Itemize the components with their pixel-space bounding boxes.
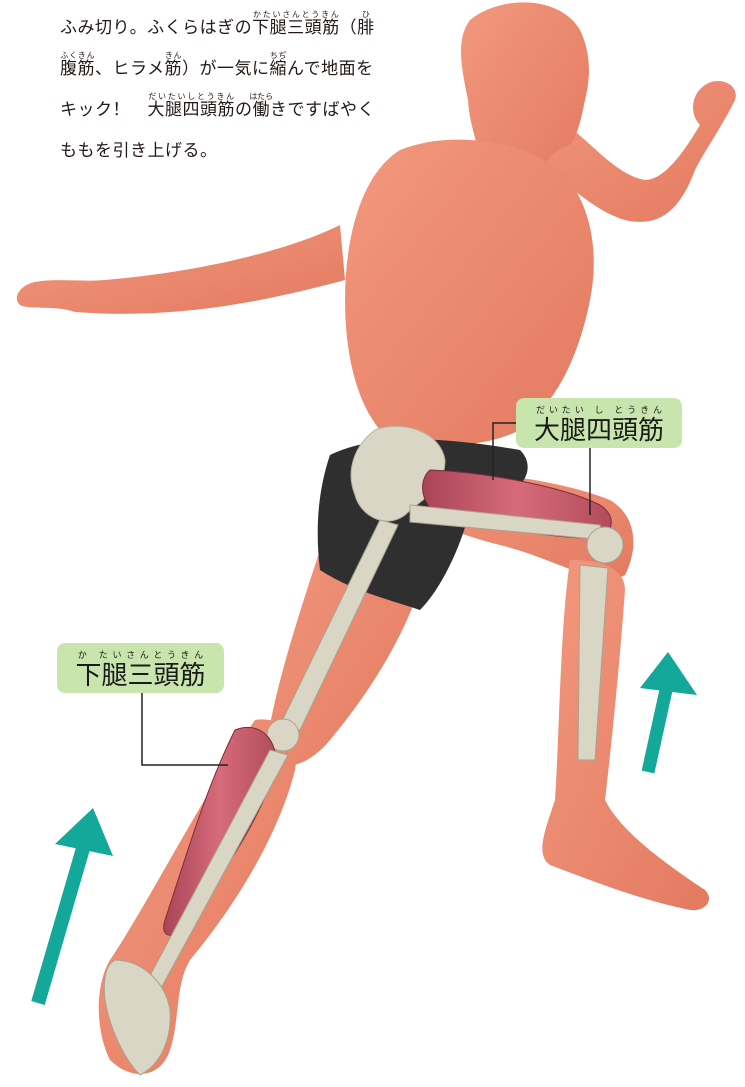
caption-text-segment: んで地面を [287, 59, 374, 79]
ruby-reading: ひ [357, 10, 375, 19]
ruby-reading: はたら [249, 92, 273, 101]
caption-text-segment: （ [340, 18, 358, 38]
ruby-word: 大腿四頭筋だいたいしとうきん [148, 100, 236, 120]
front-knee-bone [587, 527, 623, 563]
ruby-word: 働はたら [253, 100, 271, 120]
ruby-base: 腹筋 [60, 59, 95, 79]
quadriceps-label-text: 大腿四頭筋 [534, 416, 664, 446]
ruby-word: 腹筋ふくきん [60, 59, 95, 79]
caption-line-2: 腹筋ふくきん、ヒラメ筋きん）が一気に縮ちぢんで地面を [60, 43, 450, 84]
up-arrow-right [640, 652, 697, 772]
caption-text: ふみ切り。ふくらはぎの下腿三頭筋かたいさんとうきん（腓ひ 腹筋ふくきん、ヒラメ筋… [60, 2, 450, 166]
ruby-word: 縮ちぢ [270, 59, 288, 79]
ruby-base: 下腿三頭筋 [252, 18, 340, 38]
ruby-reading: かたいさんとうきん [252, 10, 340, 19]
calf-label-reading: か たいさんとうきん [75, 651, 205, 661]
calf-leader-line [142, 693, 228, 765]
calf-label: 下腿三頭筋か たいさんとうきん [57, 643, 224, 693]
calf-label-ruby: 下腿三頭筋か たいさんとうきん [75, 651, 205, 689]
ruby-word: 筋きん [165, 59, 183, 79]
ruby-reading: ちぢ [270, 51, 288, 60]
ruby-reading: きん [165, 51, 183, 60]
caption-line-1: ふみ切り。ふくらはぎの下腿三頭筋かたいさんとうきん（腓ひ [60, 2, 450, 43]
left-arm [17, 225, 345, 314]
ruby-base: 縮 [270, 59, 288, 79]
ruby-word: 下腿三頭筋かたいさんとうきん [252, 18, 340, 38]
front-shin [542, 560, 709, 910]
caption-line-3: キック！ 大腿四頭筋だいたいしとうきんの働はたらきですばやく [60, 84, 450, 125]
caption-line-4: ももを引き上げる。 [60, 125, 450, 166]
ruby-base: 大腿四頭筋 [148, 100, 236, 120]
caption-text-segment: キック！ [60, 100, 148, 120]
ruby-base: 筋 [165, 59, 183, 79]
quadriceps-label: 大腿四頭筋だいたい し とうきん [516, 398, 682, 448]
caption-text-segment: 、ヒラメ [95, 59, 165, 79]
ruby-word: 腓ひ [357, 18, 375, 38]
quadriceps-label-ruby: 大腿四頭筋だいたい し とうきん [534, 406, 664, 444]
caption-text-segment: きですばやく [270, 100, 375, 120]
ruby-reading: だいたいしとうきん [148, 92, 236, 101]
caption-text-segment: ）が一気に [182, 59, 270, 79]
quadriceps-label-reading: だいたい し とうきん [534, 406, 664, 416]
caption-text-segment: ふみ切り。ふくらはぎの [60, 18, 252, 38]
ruby-base: 腓 [357, 18, 375, 38]
calf-label-text: 下腿三頭筋 [75, 661, 205, 691]
up-arrow-left [38, 808, 113, 1003]
ruby-reading: ふくきん [60, 51, 95, 60]
